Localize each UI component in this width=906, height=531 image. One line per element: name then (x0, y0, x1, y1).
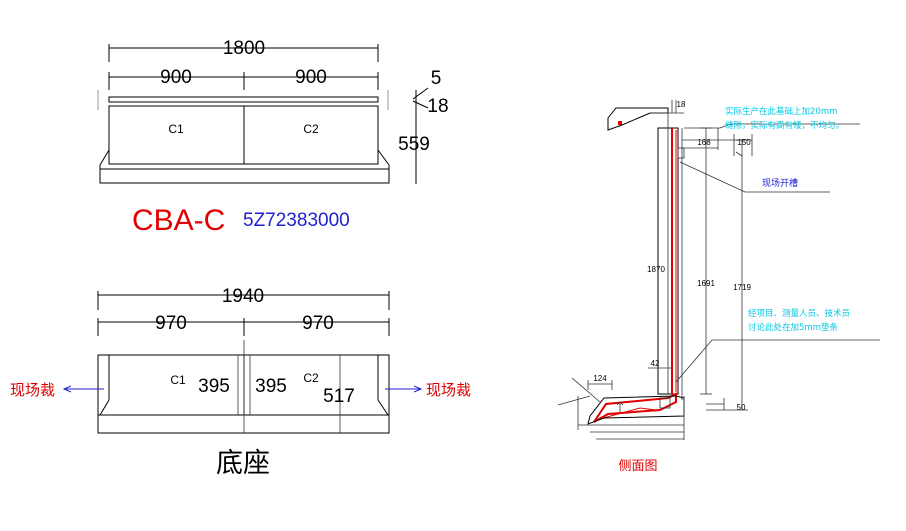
top-right-label: C2 (303, 122, 319, 136)
base-right-label: C2 (303, 371, 319, 385)
base-left-width: 970 (155, 313, 187, 334)
side-note-top-1: 实际生产在此基础上加20mm (725, 106, 837, 117)
top-height: 559 (398, 134, 430, 155)
side-dim-150: 150 (737, 138, 751, 147)
side-dim-124: 124 (593, 374, 607, 383)
base-left-inner: 395 (198, 376, 230, 397)
top-right-width: 900 (295, 67, 327, 88)
base-right-width: 970 (302, 313, 334, 334)
base-view: 1940 970 970 C1 C2 395 395 517 现场裁 现场裁 底… (10, 286, 471, 479)
side-dim-top: 18 (677, 100, 686, 109)
side-note-top-2: 缝隙，实际有高有矮，不均匀。 (725, 120, 844, 131)
base-title: 底座 (216, 448, 270, 479)
top-view: 1800 900 900 C1 C2 5 18 559 CBA-C 5Z7238… (97, 38, 449, 237)
side-dim-42: 42 (651, 359, 660, 368)
base-total-width: 1940 (222, 286, 264, 307)
base-right-inner: 395 (255, 376, 287, 397)
side-dim-168: 168 (697, 138, 711, 147)
top-dim-a: 5 (431, 68, 442, 89)
base-right-note: 现场裁 (426, 381, 471, 399)
model-name: CBA-C (132, 204, 225, 237)
side-note-slot: 现场开槽 (762, 177, 798, 189)
top-left-width: 900 (160, 67, 192, 88)
base-depth: 517 (323, 386, 355, 407)
side-dim-1691: 1691 (697, 279, 715, 288)
side-view: 124 42 1870 1691 1719 50 18 168 150 (557, 100, 880, 474)
side-title: 侧面图 (618, 459, 657, 474)
base-left-label: C1 (170, 373, 186, 387)
side-dim-50: 50 (737, 403, 746, 412)
model-code: 5Z72383000 (243, 210, 350, 231)
side-dim-1719: 1719 (733, 283, 751, 292)
side-dim-1870: 1870 (647, 265, 665, 274)
top-total-width: 1800 (223, 38, 265, 59)
top-left-label: C1 (168, 122, 184, 136)
side-note-mid-1: 经项目、测量人员、技术员 (748, 308, 850, 319)
side-note-mid-2: 讨论此处在加5mm垫条 (748, 322, 838, 333)
top-dim-b: 18 (427, 96, 448, 117)
base-left-note: 现场裁 (10, 381, 55, 399)
